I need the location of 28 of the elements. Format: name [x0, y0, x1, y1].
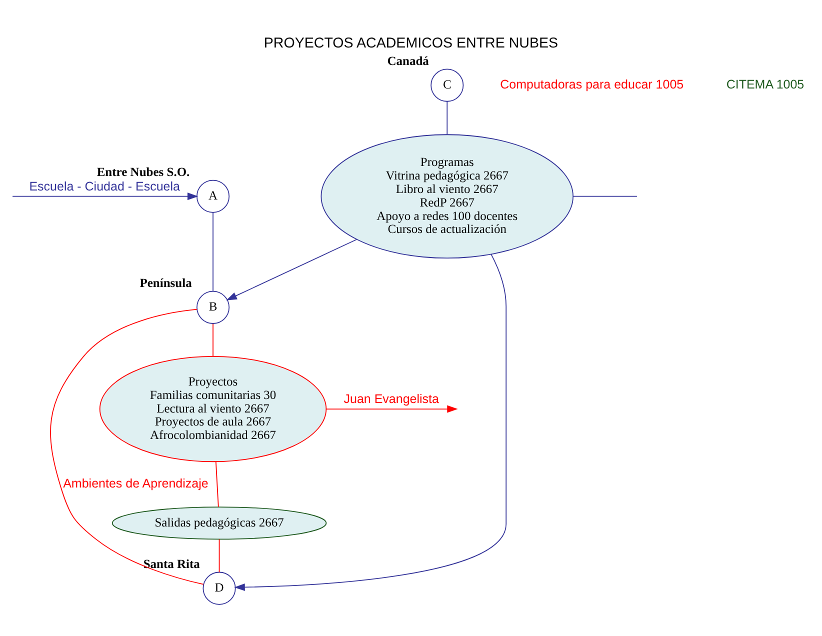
- node-circle: D: [202, 571, 236, 604]
- edge-label: Juan Evangelista: [344, 391, 439, 406]
- edge-label: Ambientes de Aprendizaje: [63, 476, 208, 490]
- node-circle: C: [430, 68, 464, 102]
- node-label: Canadá: [387, 53, 429, 68]
- arrow: [234, 253, 507, 590]
- node-circle: B: [196, 290, 230, 324]
- arrow: [326, 404, 458, 412]
- connector: [446, 100, 448, 134]
- diagram-title: PROYECTOS ACADEMICOS ENTRE NUBES: [264, 35, 558, 52]
- connector: [50, 308, 204, 584]
- connector: [218, 538, 220, 572]
- arrow: [226, 238, 358, 300]
- label: Computadoras para educar 1005: [500, 77, 684, 92]
- edge-label: Escuela - Ciudad - Escuela: [29, 178, 180, 193]
- connector: [212, 212, 214, 292]
- node-ellipse: Proyectos Familias comunitarias 30 Lectura al viento 2667 Proyectos de aula 2667 Afrocolombianidad 2667: [99, 355, 327, 462]
- node-label: Santa Rita: [143, 556, 200, 570]
- connector: [215, 460, 219, 507]
- node-ellipse: Salidas pedagógicas 2667: [112, 506, 327, 540]
- node-ellipse: Programas Vitrina pedagógica 2667 Libro al viento 2667 RedP 2667 Apoyo a redes 100 docentes Cursos de actualización: [320, 134, 574, 258]
- label: CITEMA 1005: [726, 77, 804, 92]
- connector: [572, 195, 638, 196]
- node-label: Península: [140, 276, 192, 290]
- arrow: [12, 192, 198, 200]
- node-circle: A: [196, 179, 230, 212]
- node-label: Entre Nubes S.O.: [96, 164, 190, 178]
- connector: [212, 322, 214, 356]
